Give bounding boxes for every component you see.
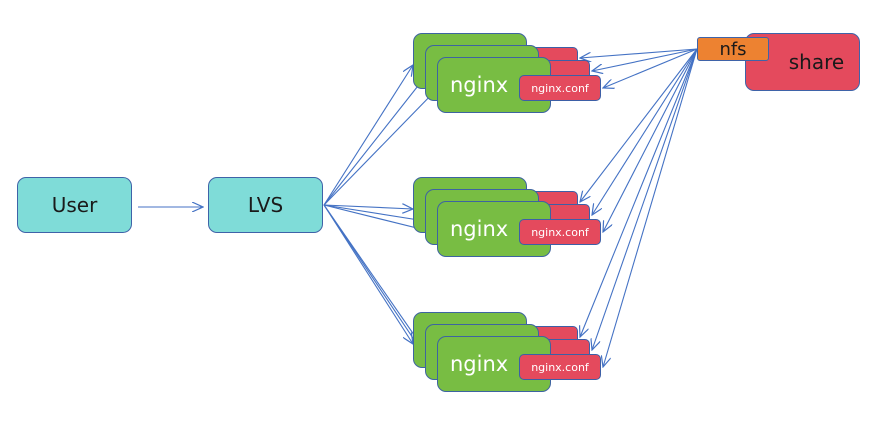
nginx-conf-label: nginx.conf — [531, 81, 589, 95]
lvs-node: LVS — [208, 177, 323, 233]
edge-nfs-to-conf — [592, 48, 698, 215]
nfs-label: nfs — [719, 38, 747, 60]
edge-lvs-to-nginx — [323, 65, 413, 206]
user-label: User — [51, 193, 98, 217]
edge-nfs-to-conf — [603, 48, 698, 232]
nginx-conf-label: nginx.conf — [531, 360, 589, 374]
edge-nfs-to-conf — [592, 48, 698, 350]
lvs-label: LVS — [247, 193, 284, 217]
edge-nfs-to-conf — [603, 48, 698, 367]
edge-lvs-to-nginx — [323, 204, 413, 344]
nginx-conf-node: nginx.conf — [519, 75, 601, 101]
edge-nfs-to-conf — [603, 48, 698, 88]
nginx-conf-node: nginx.conf — [519, 354, 601, 380]
nginx-label: nginx — [450, 352, 509, 376]
nfs-node: nfs — [697, 37, 769, 61]
edge-lvs-to-nginx — [323, 204, 425, 221]
nginx-label: nginx — [450, 73, 509, 97]
edge-nfs-to-conf — [592, 48, 698, 71]
nginx-conf-label: nginx.conf — [531, 225, 589, 239]
user-node: User — [17, 177, 132, 233]
nginx-label: nginx — [450, 217, 509, 241]
edge-nfs-to-conf — [580, 48, 698, 202]
share-label: share — [788, 50, 845, 74]
nginx-conf-node: nginx.conf — [519, 219, 601, 245]
edge-lvs-to-nginx — [323, 205, 413, 209]
edge-lvs-to-nginx — [323, 77, 425, 206]
edge-lvs-to-nginx — [323, 204, 425, 356]
edge-nfs-to-conf — [580, 48, 698, 58]
